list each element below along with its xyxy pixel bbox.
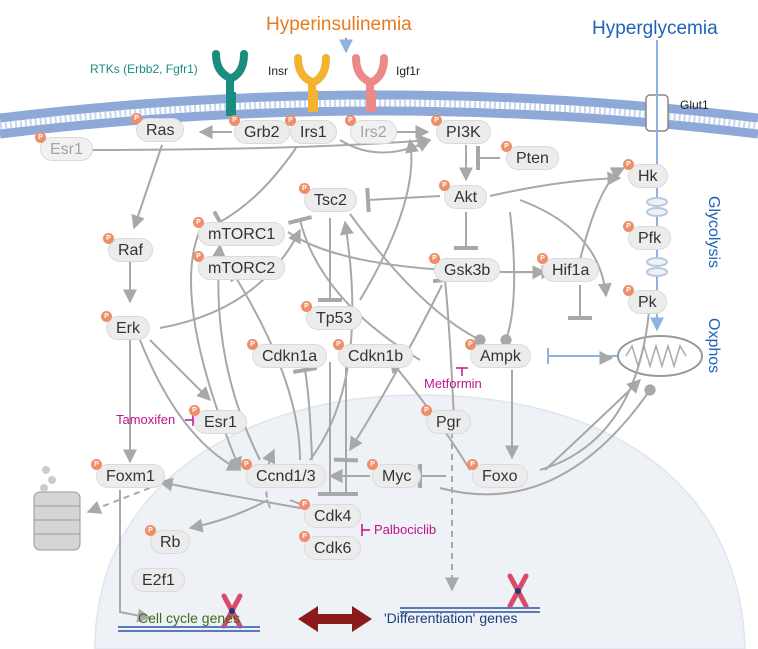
hyperglycemia-label: Hyperglycemia <box>592 18 718 39</box>
cell-cycle-genes-label: Cell cycle genes <box>138 610 240 626</box>
metformin-label: Metformin <box>424 376 482 391</box>
phospho-icon: P <box>299 531 310 542</box>
node-e2f1: E2f1 <box>132 568 185 592</box>
hyperinsulinemia-label: Hyperinsulinemia <box>266 14 412 35</box>
palbociclib-label: Palbociclib <box>374 522 437 537</box>
phospho-icon: P <box>623 159 634 170</box>
phospho-icon: P <box>101 311 112 322</box>
igf1-receptor-icon <box>352 54 388 112</box>
phospho-icon: P <box>439 180 450 191</box>
chromosome-icon <box>221 573 529 629</box>
glut1-label: Glut1 <box>680 98 709 112</box>
phospho-icon: P <box>247 339 258 350</box>
phospho-icon: P <box>465 339 476 350</box>
phospho-icon: P <box>241 459 252 470</box>
phospho-icon: P <box>35 132 46 143</box>
nucleus <box>94 394 746 649</box>
double-arrow-icon <box>298 606 372 632</box>
phospho-icon: P <box>301 301 312 312</box>
phospho-icon: P <box>501 141 512 152</box>
phospho-icon: P <box>623 285 634 296</box>
phospho-icon: P <box>285 115 296 126</box>
phospho-icon: P <box>421 405 432 416</box>
phospho-icon: P <box>193 251 204 262</box>
phospho-icon: P <box>145 525 156 536</box>
phospho-icon: P <box>91 459 102 470</box>
phospho-icon: P <box>299 499 310 510</box>
phospho-icon: P <box>229 115 240 126</box>
insulin-receptor-icon <box>294 54 330 112</box>
oxphos-label: Oxphos <box>705 318 722 374</box>
phospho-icon: P <box>299 183 310 194</box>
differentiation-genes-label: 'Differentiation' genes <box>384 610 518 626</box>
igf1r-label: Igf1r <box>396 64 421 78</box>
phospho-icon: P <box>193 217 204 228</box>
glycolysis-chain <box>646 197 668 277</box>
phospho-icon: P <box>429 253 440 264</box>
phospho-icon: P <box>623 221 634 232</box>
phospho-icon: P <box>345 115 356 126</box>
rtks-label: RTKs (Erbb2, Fgfr1) <box>90 62 198 76</box>
glycolysis-label: Glycolysis <box>705 196 722 269</box>
phospho-icon: P <box>367 459 378 470</box>
phospho-icon: P <box>189 405 200 416</box>
phospho-icon: P <box>467 459 478 470</box>
rtk-receptor-icon <box>212 50 248 116</box>
phospho-icon: P <box>431 115 442 126</box>
mitochondrion-icon <box>617 335 703 377</box>
phospho-icon: P <box>537 253 548 264</box>
tamoxifen-label: Tamoxifen <box>116 412 176 427</box>
phospho-icon: P <box>103 233 114 244</box>
phospho-icon: P <box>333 339 344 350</box>
insr-label: Insr <box>268 64 289 78</box>
phospho-icon: P <box>131 113 142 124</box>
proteasome-icon <box>33 466 81 551</box>
